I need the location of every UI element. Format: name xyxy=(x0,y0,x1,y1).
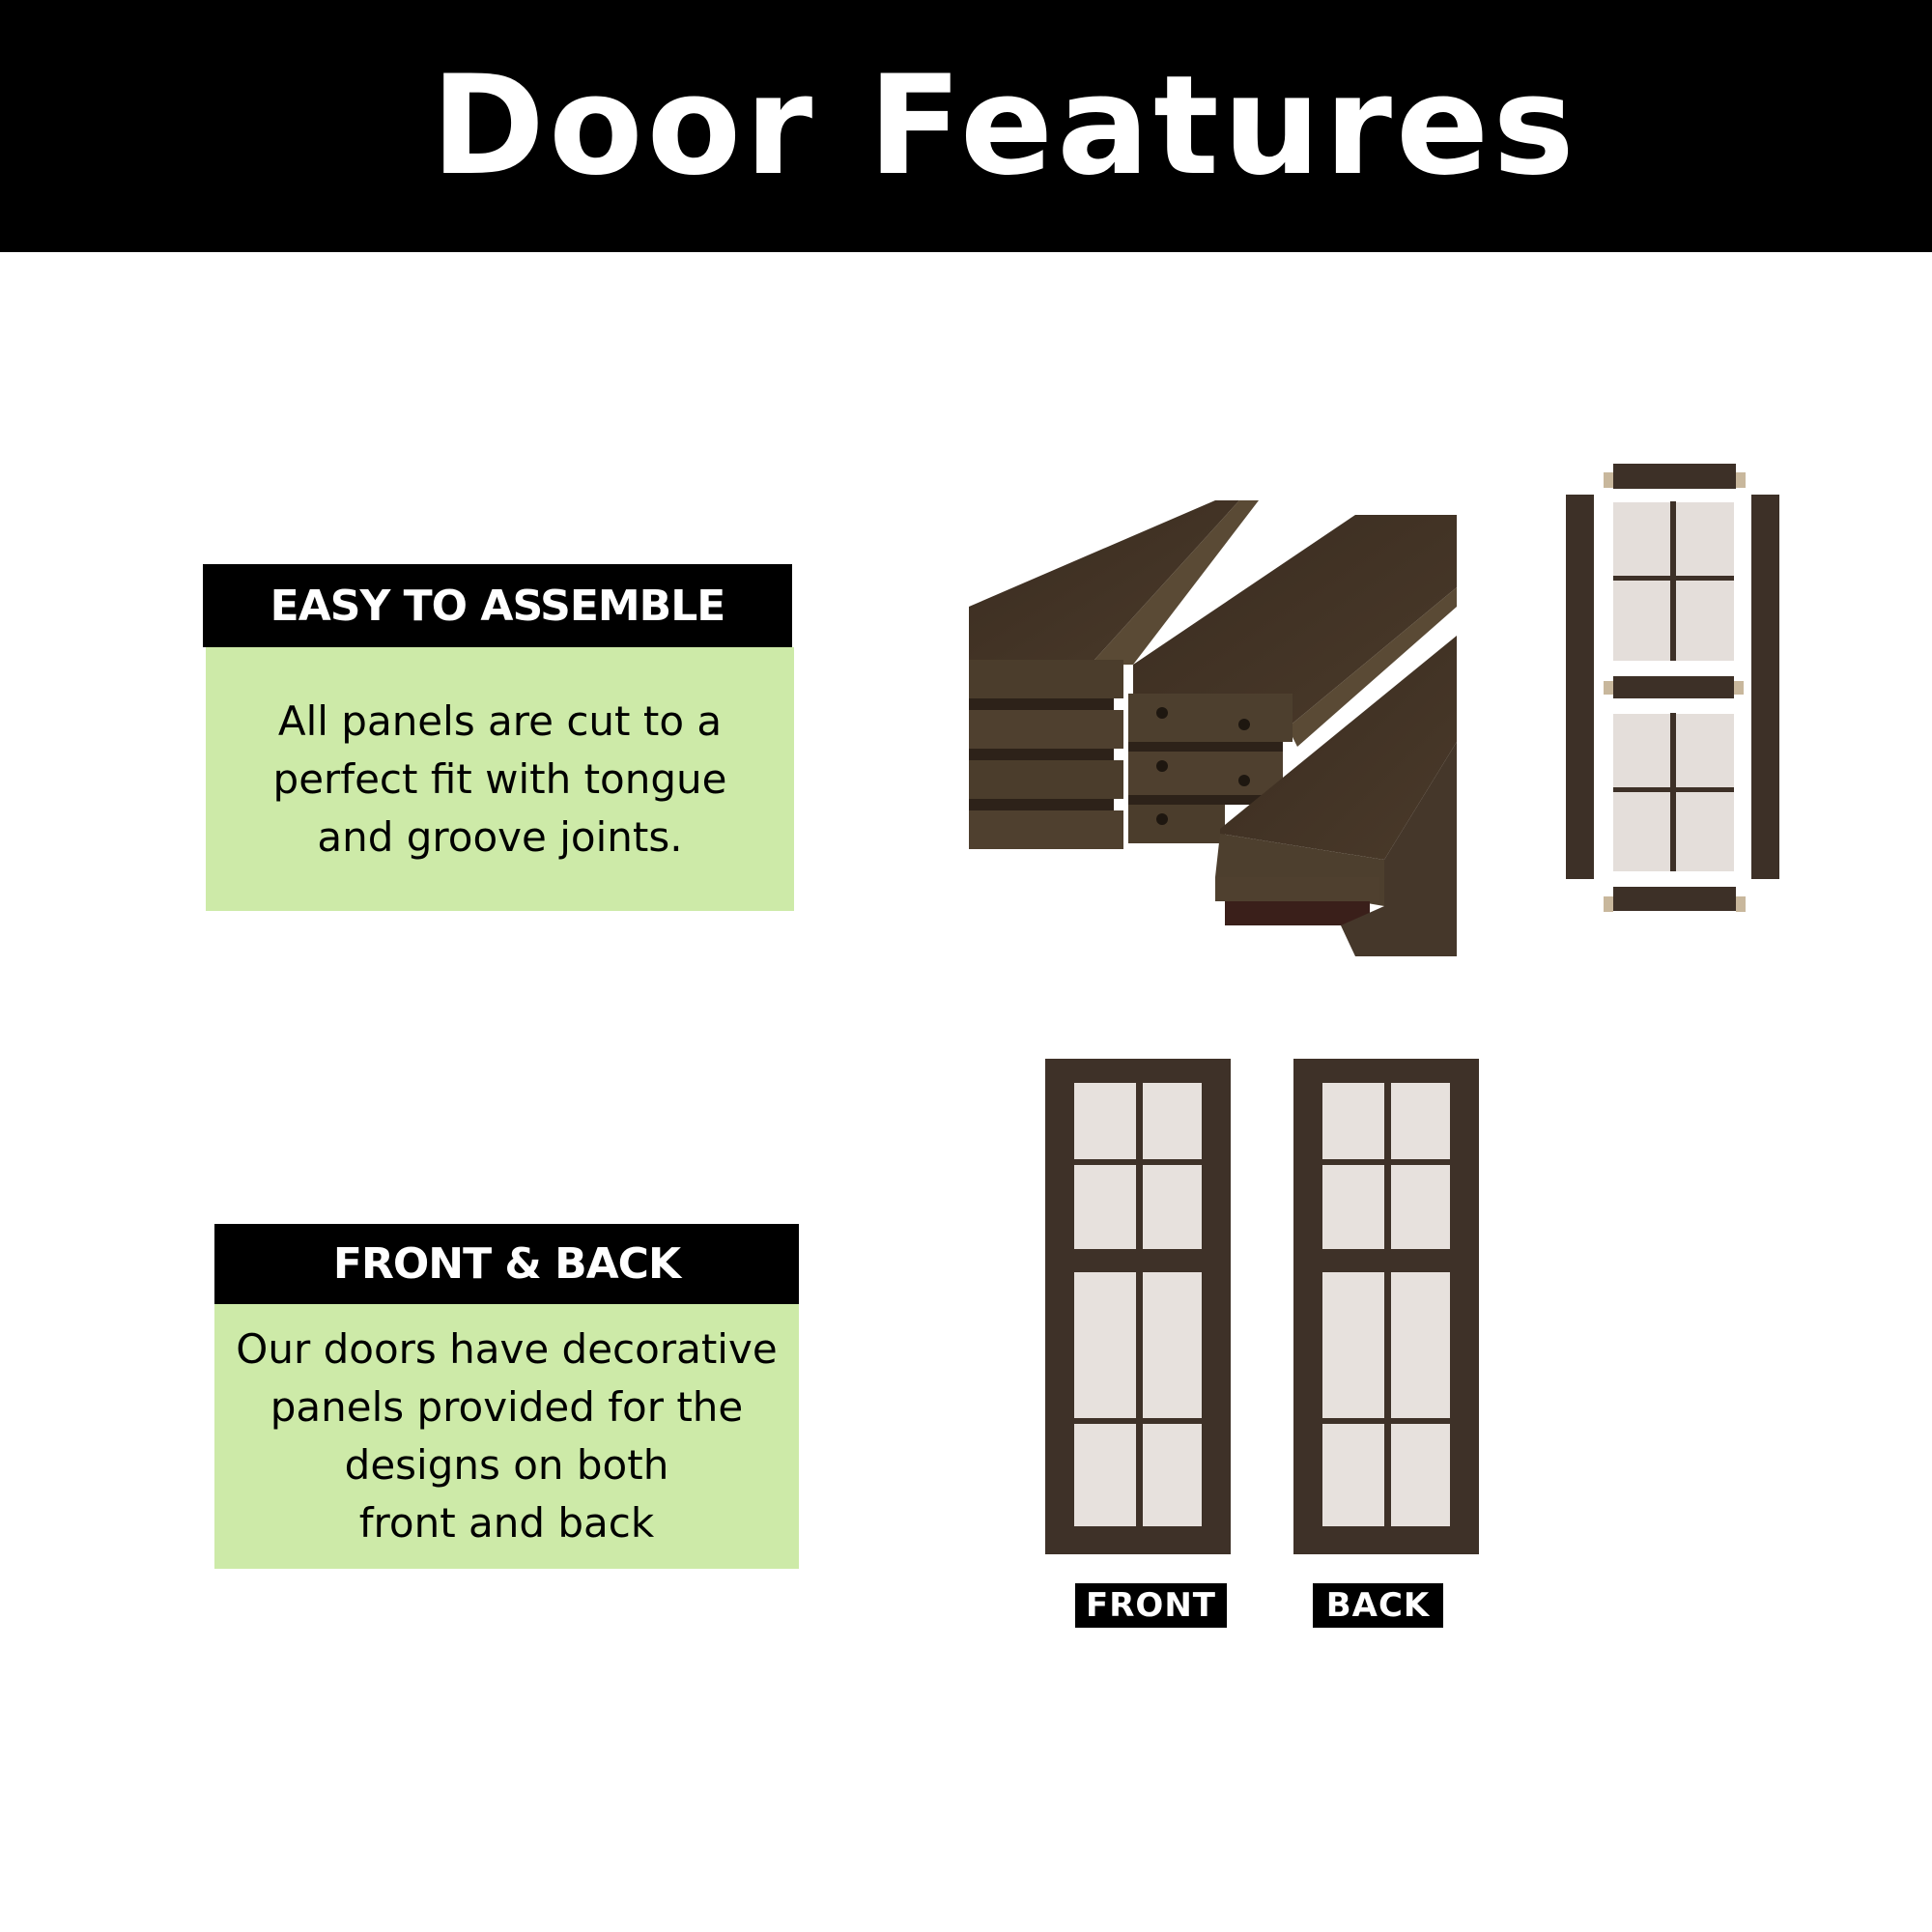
middle-rail xyxy=(1613,676,1734,698)
horizontal-muntin xyxy=(1322,1418,1450,1424)
description-line: front and back xyxy=(358,1499,655,1547)
vertical-muntin xyxy=(1136,1083,1143,1526)
top-rail xyxy=(1613,464,1736,489)
horizontal-muntin xyxy=(1074,1159,1202,1165)
planks-icon xyxy=(969,500,1457,956)
muntin xyxy=(1613,576,1734,581)
rail-tenon xyxy=(1604,681,1613,695)
title-banner: Door Features xyxy=(0,0,1932,252)
description-line: All panels are cut to a xyxy=(277,696,723,745)
back-label: BACK xyxy=(1313,1583,1443,1628)
front-door-image xyxy=(1045,1059,1231,1554)
feature-description: Our doors have decorative panels provide… xyxy=(214,1304,799,1569)
description-line: designs on both xyxy=(344,1441,669,1489)
description-line: perfect fit with tongue xyxy=(272,754,727,803)
description-line: panels provided for the xyxy=(270,1383,744,1431)
left-stile xyxy=(1566,495,1594,879)
feature-description: All panels are cut to a perfect fit with… xyxy=(206,647,794,911)
front-label: FRONT xyxy=(1075,1583,1227,1628)
horizontal-muntin xyxy=(1322,1159,1450,1165)
muntin xyxy=(1670,713,1676,871)
feature-card-easy-assemble: EASY TO ASSEMBLE All panels are cut to a… xyxy=(203,564,794,911)
right-stile xyxy=(1751,495,1779,879)
feature-heading: FRONT & BACK xyxy=(214,1224,799,1304)
vertical-muntin xyxy=(1384,1083,1391,1526)
horizontal-muntin xyxy=(1074,1418,1202,1424)
bottom-rail xyxy=(1613,887,1736,911)
rail-tenon xyxy=(1604,896,1613,912)
description-line: and groove joints. xyxy=(317,812,683,861)
feature-heading: EASY TO ASSEMBLE xyxy=(203,564,792,647)
exploded-door-diagram xyxy=(1483,430,1864,1032)
rail-tenon xyxy=(1604,472,1613,488)
wood-planks-image xyxy=(969,500,1457,956)
rail-tenon xyxy=(1736,472,1746,488)
rail-tenon xyxy=(1734,681,1744,695)
page-title: Door Features xyxy=(431,46,1578,206)
description-line: Our doors have decorative xyxy=(236,1325,778,1373)
muntin xyxy=(1670,501,1676,661)
feature-card-front-back: FRONT & BACK Our doors have decorative p… xyxy=(214,1224,799,1569)
muntin xyxy=(1613,787,1734,792)
back-door-image xyxy=(1293,1059,1479,1554)
rail-tenon xyxy=(1736,896,1746,912)
